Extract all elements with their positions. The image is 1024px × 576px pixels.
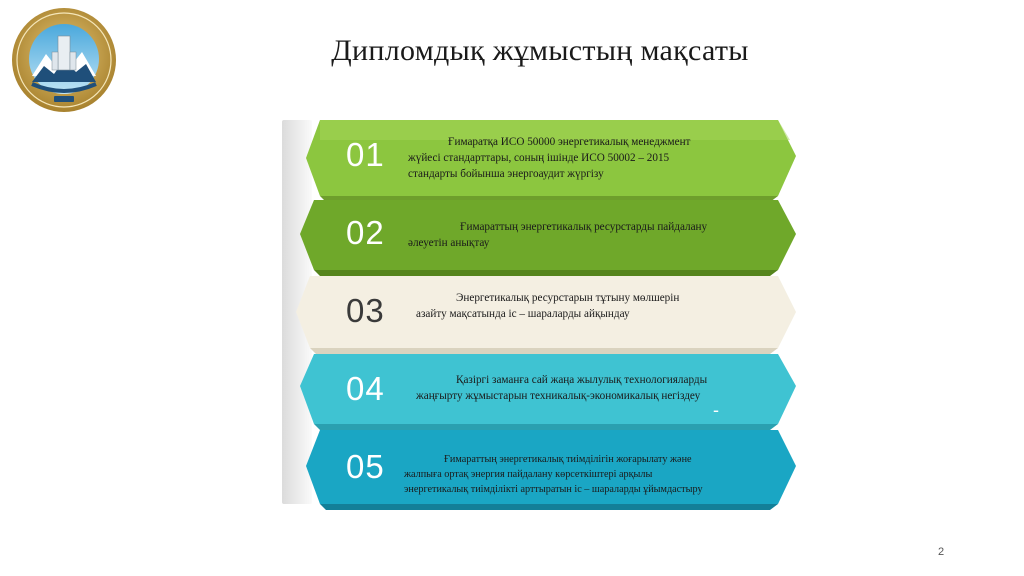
step-02-number: 02 <box>346 214 385 251</box>
step-04-text: Қазіргі заманға сай жаңа жылулық техноло… <box>416 372 766 404</box>
page-number: 2 <box>938 546 945 558</box>
step-01-line-3: стандарты бойынша энергоаудит жүргізу <box>408 168 604 180</box>
step-05-line-3: энергетикалық тиімділікті арттыратын іс … <box>404 484 703 495</box>
step-05-line-2: жалпыға ортақ энергия пайдалану көрсеткі… <box>404 469 653 480</box>
page-title: Дипломдық жұмыстың мақсаты <box>331 34 749 67</box>
university-logo <box>2 2 124 118</box>
step-03-text: Энергетикалық ресурстарын тұтыну мөлшері… <box>416 290 746 322</box>
step-02-text: Ғимараттың энергетикалық ресурстарды пай… <box>408 219 768 251</box>
step-04-number: 04 <box>346 370 385 407</box>
step-02-banner <box>300 200 796 270</box>
step-01-line-2: жүйесі стандарттары, соның ішінде ИСО 50… <box>408 152 670 164</box>
step-03-line-2: азайту мақсатында іс – шараларды айқында… <box>416 308 630 320</box>
step-04-banner <box>300 354 796 424</box>
step-02-line-2: әлеуетін анықтау <box>408 237 490 249</box>
step-04-line-1: Қазіргі заманға сай жаңа жылулық техноло… <box>456 374 708 386</box>
university-emblem-icon <box>12 8 116 112</box>
step-01-line-1: Ғимаратқа ИСО 50000 энергетикалық менедж… <box>448 136 691 148</box>
step-banners <box>296 120 796 510</box>
step-04-line-2: жаңғырту жұмыстарын техникалық-экономика… <box>416 390 701 402</box>
step-05-text: Ғимараттың энергетикалық тиімділігін жоғ… <box>404 452 784 497</box>
steps-infographic <box>270 112 810 512</box>
step-04-mark: - <box>713 400 719 420</box>
step-01-text: Ғимаратқа ИСО 50000 энергетикалық менедж… <box>408 134 738 182</box>
step-05-number: 05 <box>346 448 385 485</box>
step-05-banner <box>306 430 796 504</box>
step-03-number: 03 <box>346 292 385 329</box>
step-03-banner <box>296 276 796 348</box>
step-03-line-1: Энергетикалық ресурстарын тұтыну мөлшері… <box>456 292 680 304</box>
step-05-line-1: Ғимараттың энергетикалық тиімділігін жоғ… <box>444 454 692 465</box>
step-01-number: 01 <box>346 136 385 173</box>
step-02-line-1: Ғимараттың энергетикалық ресурстарды пай… <box>460 221 708 233</box>
